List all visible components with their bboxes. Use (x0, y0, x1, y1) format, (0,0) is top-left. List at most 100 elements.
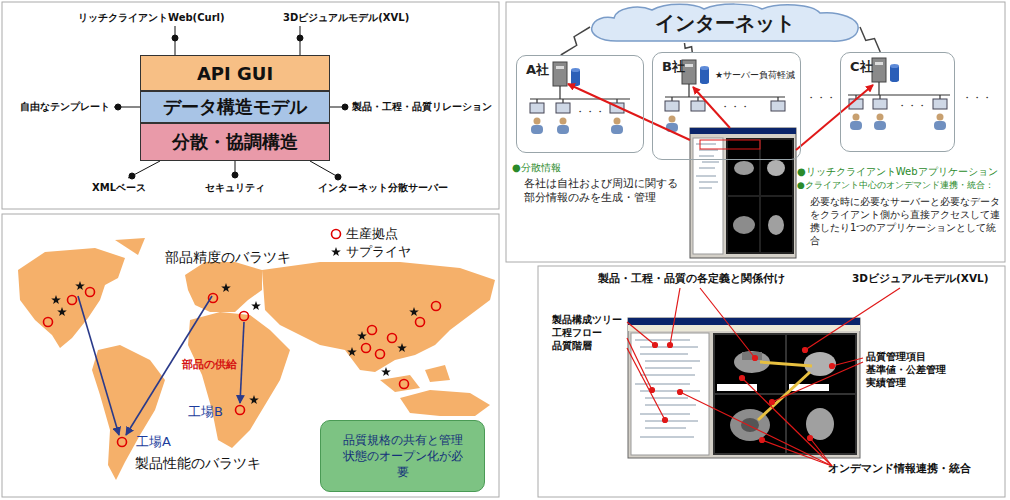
app-screenshot-part (700, 140, 760, 149)
client-computers-part (933, 99, 947, 109)
callout-leaders-part (770, 400, 775, 405)
text-label: XMLベース (92, 182, 146, 195)
callout-leaders-part (760, 438, 765, 443)
callout-leaders-part (700, 288, 755, 358)
users-part (611, 125, 623, 134)
text-label: 製品構成ツリー 工程フロー 品質階層 (552, 313, 624, 352)
layer-band: データ構造モデル (140, 91, 330, 123)
world-map-part (115, 238, 145, 255)
servers-part (700, 66, 709, 70)
node-text: 分散・協調構造 (172, 130, 298, 154)
callout-leaders-part (663, 418, 668, 423)
supply-arrows (78, 296, 244, 435)
text-label: ・・・ (897, 100, 927, 113)
app-screenshot-part (768, 215, 784, 235)
production-sites-part (118, 438, 127, 447)
layer-band: 分散・協調構造 (140, 123, 330, 161)
users-part (937, 114, 944, 121)
client-computers-part (691, 101, 705, 111)
text-label: セキュリティ (205, 182, 265, 195)
app-screenshot-part (690, 128, 796, 134)
callout-leaders-part (830, 364, 835, 369)
text-label: ●リッチクライアントWebアプリケーション (797, 166, 998, 179)
node-text: ★サーバー負荷軽減 (715, 69, 795, 82)
production-sites-part (388, 334, 397, 343)
node-text: インターネット (655, 10, 795, 37)
callout-leaders-part (805, 288, 900, 350)
company-box: A社 (516, 55, 644, 153)
app-screenshot-part-part (758, 372, 810, 420)
leader-lines-part (128, 161, 160, 178)
text-label: 工場A (136, 434, 171, 450)
users-part (850, 121, 862, 130)
servers-part (700, 80, 709, 84)
users-part (853, 114, 860, 121)
production-sites-part (44, 318, 53, 327)
app-screenshot-part (806, 408, 834, 440)
world-map-part (400, 390, 490, 416)
users-part (874, 121, 886, 130)
callout-leaders-part (627, 338, 652, 390)
suppliers-part (381, 367, 391, 376)
node-text: データ構造モデル (163, 95, 307, 119)
panel-frames-part (538, 266, 1005, 497)
production-sites-part (368, 326, 377, 335)
world-map-part (188, 312, 290, 448)
node-text: C社 (850, 58, 873, 76)
panel-frames-part (506, 2, 1005, 262)
servers-part (872, 58, 886, 82)
suppliers-part (221, 283, 231, 292)
suppliers-part (331, 247, 341, 256)
suppliers-part (75, 281, 85, 290)
users-part (669, 116, 676, 123)
text-label: オンデマンド情報連携・統合 (828, 462, 971, 475)
app-screenshot-part (733, 216, 755, 234)
suppliers-part (57, 307, 67, 316)
app-screenshot-part (761, 197, 792, 252)
client-computers-part (556, 103, 570, 113)
text-label: 必要な時に必要なサーバーと必要なデータをクライアント側から直接アクセスして連携し… (810, 195, 1000, 247)
servers (553, 58, 899, 86)
supply-arrows-part (78, 296, 119, 435)
text-label: ・・・ (962, 92, 992, 105)
world-map (18, 238, 495, 480)
network-lines-part (665, 84, 785, 101)
world-map-part (425, 365, 450, 382)
app-screenshot-part-part (760, 362, 812, 366)
callout-leaders-part (803, 348, 808, 353)
link-arrows-part (568, 84, 690, 140)
servers-part (875, 62, 883, 65)
callout-leaders-part (740, 376, 745, 381)
app-screenshot-part (728, 197, 759, 252)
text-label: 3Dビジュアルモデル(XVL) (852, 272, 989, 285)
callout-leaders-part (627, 322, 655, 345)
app-screenshot (690, 128, 796, 258)
internet-cloud: インターネット (590, 3, 860, 43)
production-sites-part (362, 344, 371, 353)
production-sites-part (332, 230, 341, 239)
world-map-part (262, 262, 495, 372)
text-label: インターネット分散サーバー (318, 182, 448, 195)
text-label: 工場B (188, 404, 223, 420)
text-label: ●クライアント中心のオンデマンド連携・統合： (797, 180, 994, 191)
leader-lines (114, 26, 348, 180)
production-sites-part (432, 302, 441, 311)
text-label: 製品性能のバラツキ (135, 455, 261, 473)
callout-leaders-part (627, 348, 665, 420)
legend-text: サプライヤ (346, 244, 411, 260)
client-computers-part (665, 101, 679, 111)
servers-part (890, 78, 899, 82)
production-sites-part (416, 318, 425, 327)
production-sites-part (86, 288, 95, 297)
users-part (531, 125, 543, 134)
node-text: API GUI (197, 63, 273, 84)
client-computers-part (873, 99, 887, 109)
callout-leaders-part (753, 356, 758, 361)
servers-part (571, 70, 580, 84)
callout-leaders-part (808, 436, 813, 441)
leader-lines-part (232, 172, 238, 178)
legend-text: 生産拠点 (346, 226, 398, 242)
production-sites (44, 230, 441, 447)
users-part (557, 125, 569, 134)
leader-lines-part (297, 35, 303, 41)
